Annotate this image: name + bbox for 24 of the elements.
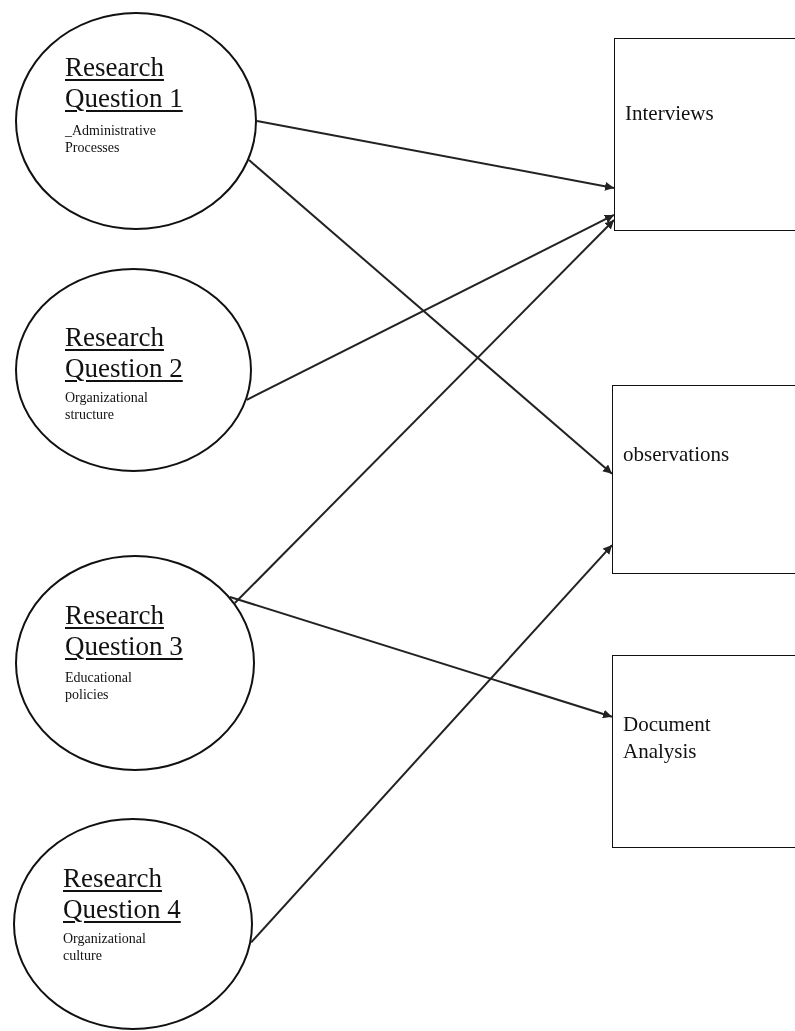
research-question-circle: [15, 268, 252, 472]
arrow: [245, 214, 615, 401]
question-heading: Research Question 2: [65, 322, 184, 384]
question-topic: _Administrative Processes: [65, 122, 157, 156]
arrow: [233, 219, 615, 605]
question-heading: Research Question 4: [63, 863, 182, 925]
question-topic: Organizational structure: [65, 389, 149, 423]
method-box: [612, 655, 795, 848]
method-label: Interviews: [625, 100, 715, 127]
question-topic: Educational policies: [65, 669, 133, 703]
question-heading: Research Question 1: [65, 52, 184, 114]
question-topic: Organizational culture: [63, 930, 147, 964]
arrow: [250, 544, 613, 944]
arrow: [247, 159, 613, 475]
research-question-circle: [13, 818, 253, 1030]
research-question-circle: [15, 12, 257, 230]
research-question-circle: [15, 555, 255, 771]
method-label: observations: [623, 441, 731, 468]
method-box: [614, 38, 795, 231]
method-label: Document Analysis: [623, 711, 712, 765]
arrow: [228, 595, 613, 719]
method-box: [612, 385, 795, 574]
arrow: [256, 120, 615, 191]
question-heading: Research Question 3: [65, 600, 184, 662]
